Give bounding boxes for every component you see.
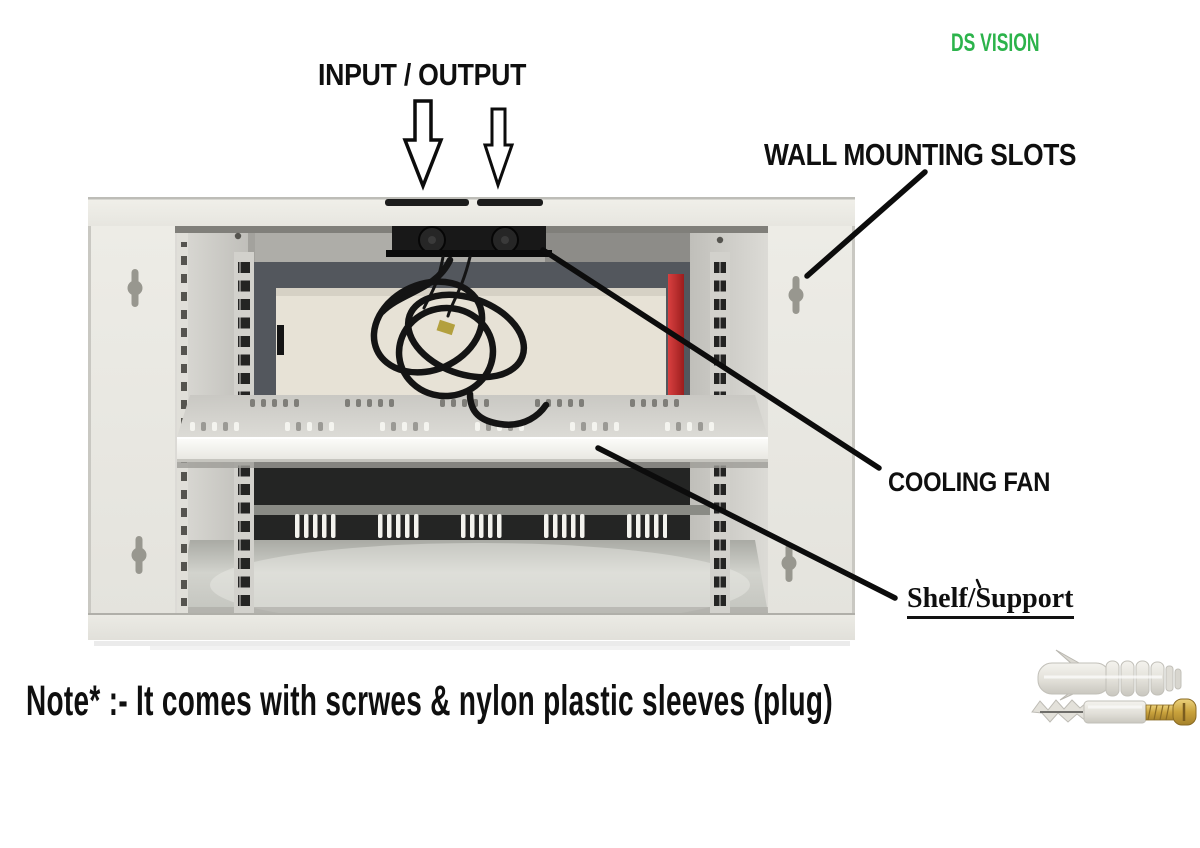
screw-icon <box>1145 698 1197 726</box>
label-input-output: INPUT / OUTPUT <box>318 57 527 92</box>
keyhole-slot-icon <box>788 276 804 314</box>
cable-entry-slot <box>477 199 543 206</box>
cabinet-floor <box>177 540 768 613</box>
wall-mounting-keyhole-slots <box>127 269 804 582</box>
label-shelf-support: Shelf/Support <box>907 583 1074 619</box>
cabinet-interior <box>175 226 768 627</box>
keyhole-slot-icon <box>131 536 147 574</box>
cable-entry-slot <box>385 199 469 206</box>
label-cooling-fan: COOLING FAN <box>888 467 1051 497</box>
shelf-support <box>177 395 768 468</box>
cooling-fan-unit <box>386 226 552 257</box>
callout-line-wall-mounting <box>804 169 928 279</box>
nylon-plug-illustration <box>1037 649 1182 701</box>
cabinet-top-panel <box>88 197 855 228</box>
plug-with-screw-illustration <box>1031 698 1197 726</box>
keyhole-slot-icon <box>127 269 143 307</box>
cabinet-bottom-panel <box>88 613 855 640</box>
callout-line-cooling-fan <box>540 247 882 471</box>
stray-tick-mark <box>975 578 982 589</box>
down-arrow-icon <box>402 99 444 191</box>
down-arrow-icon <box>482 107 515 190</box>
callout-line-shelf <box>595 445 898 601</box>
keyhole-slot-icon <box>781 544 797 582</box>
label-wall-mounting-slots: WALL MOUNTING SLOTS <box>764 137 1077 172</box>
power-cable <box>370 255 550 428</box>
ventilation-slots <box>295 514 667 540</box>
note-text: Note* :- It comes with scrwes & nylon pl… <box>26 677 833 725</box>
brand-text: DS VISION <box>951 29 1040 57</box>
cabinet <box>88 197 855 650</box>
